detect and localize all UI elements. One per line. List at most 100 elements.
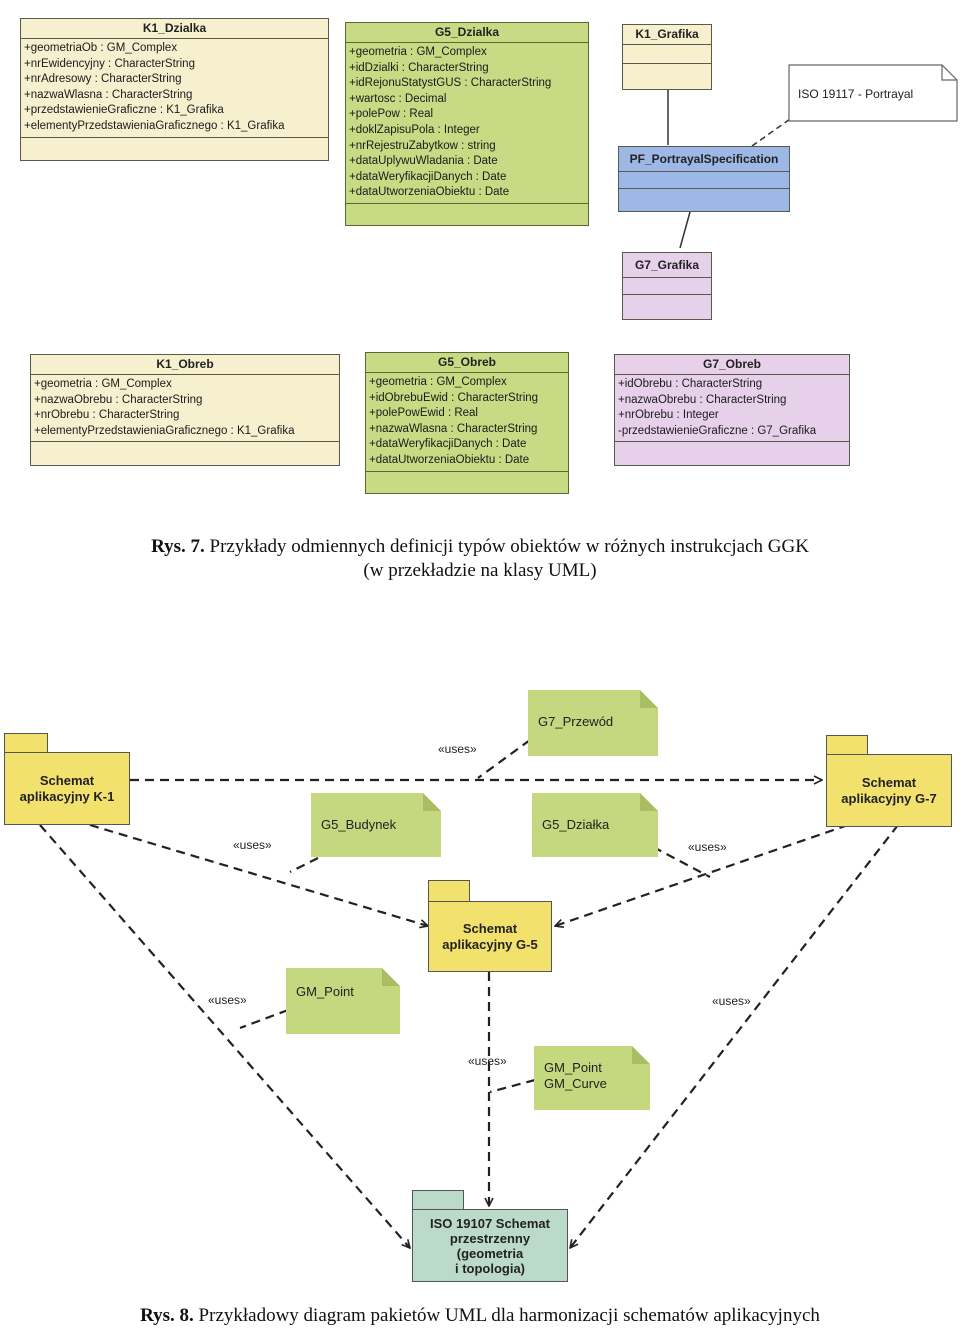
class-attribute: +dataWeryfikacjiDanych : Date — [369, 438, 527, 451]
class-attributes — [623, 45, 711, 64]
package-tab — [412, 1190, 464, 1210]
class-g5-obreb: G5_Obreb +geometria : GM_Complex +idObre… — [365, 352, 569, 494]
caption-line-2: (w przekładzie na klasy UML) — [363, 560, 597, 581]
caption-label: Rys. 8. — [140, 1305, 194, 1326]
note-shape — [528, 690, 658, 756]
class-attribute: +nrRejestruZabytkow : string — [349, 139, 496, 152]
class-name: G5_Dzialka — [346, 23, 588, 43]
class-attribute: +nrObrebu : CharacterString — [34, 409, 180, 422]
note-text: G7_Przewód — [538, 714, 614, 729]
note-text: GM_Point — [296, 984, 354, 999]
package-label-line-2: przestrzenny — [449, 1230, 531, 1246]
uses-label: «uses» — [712, 994, 751, 1008]
note-text: G5_Budynek — [321, 817, 397, 832]
class-attribute: +elementyPrzedstawieniaGraficznego : K1_… — [24, 119, 285, 132]
caption-label: Rys. 7. — [151, 536, 205, 557]
class-attribute: +nazwaObrebu : CharacterString — [618, 393, 787, 406]
class-attribute: +nrAdresowy : CharacterString — [24, 73, 182, 86]
package-label-line-4: i topologia) — [454, 1260, 526, 1276]
class-attribute: +przedstawienieGraficzne : K1_Grafika — [24, 104, 224, 117]
note-g5-budynek: G5_Budynek — [311, 793, 441, 857]
package-iso-19107: ISO 19107 Schemat przestrzenny (geometri… — [412, 1190, 568, 1282]
class-k1-grafika: K1_Grafika — [622, 24, 712, 90]
figure-8-caption: Rys. 8. Przykładowy diagram pakietów UML… — [0, 1305, 960, 1327]
class-name: K1_Dzialka — [21, 19, 328, 39]
class-attribute: +nrEwidencyjny : CharacterString — [24, 57, 195, 70]
class-k1-dzialka: K1_Dzialka +geometriaOb : GM_Complex +nr… — [20, 18, 329, 161]
class-attribute: +idDzialki : CharacterString — [349, 61, 489, 74]
note-shape — [286, 968, 400, 1034]
class-attribute: +elementyPrzedstawieniaGraficznego : K1_… — [34, 424, 295, 437]
package-label-line-2: aplikacyjny G-5 — [442, 936, 538, 952]
note-g7-przewod: G7_Przewód — [528, 690, 658, 756]
class-attribute: +nrObrebu : Integer — [618, 409, 719, 422]
note-line-1: GM_Point — [544, 1060, 602, 1075]
note-g5-dzialka: G5_Działka — [532, 793, 658, 857]
package-label-line-1: ISO 19107 Schemat — [430, 1215, 550, 1231]
class-attribute: +idObrebuEwid : CharacterString — [369, 391, 539, 404]
fig7-connectors — [667, 90, 801, 249]
class-attribute: +polePow : Real — [349, 108, 434, 121]
note-iso-19117: ISO 19117 - Portrayal — [788, 64, 958, 122]
note-gm-point: GM_Point — [286, 968, 400, 1034]
uses-label: «uses» — [688, 840, 727, 854]
package-label-line-3: (geometria — [456, 1245, 524, 1261]
class-g5-dzialka: G5_Dzialka +geometria : GM_Complex +idDz… — [345, 22, 589, 226]
caption-line-1: Przykłady odmiennych definicji typów obi… — [209, 536, 809, 557]
figure-7-caption: Rys. 7. Przykłady odmiennych definicji t… — [0, 536, 960, 582]
class-name: G7_Grafika — [623, 253, 711, 278]
class-attributes: +geometria : GM_Complex +nazwaObrebu : C… — [31, 375, 339, 443]
class-attribute: +polePowEwid : Real — [369, 407, 478, 420]
package-body: ISO 19107 Schemat przestrzenny (geometri… — [412, 1209, 568, 1282]
package-label-line-1: Schemat — [39, 772, 95, 788]
class-attribute: +geometria : GM_Complex — [369, 376, 507, 388]
note-text: ISO 19117 - Portrayal — [798, 87, 914, 101]
class-name: G7_Obreb — [615, 355, 849, 375]
package-tab — [826, 735, 868, 755]
note-shape — [532, 793, 658, 857]
class-attributes — [619, 172, 789, 189]
class-attribute: +geometria : GM_Complex — [349, 46, 487, 58]
uses-label: «uses» — [438, 742, 477, 756]
package-label-line-1: Schemat — [861, 774, 917, 790]
class-attribute: +dataUtworzeniaObiektu : Date — [369, 453, 530, 466]
class-name: PF_PortrayalSpecification — [619, 147, 789, 172]
note-line-2: GM_Curve — [544, 1076, 607, 1091]
class-pf-portrayal-specification: PF_PortrayalSpecification — [618, 146, 790, 212]
uses-label: «uses» — [233, 838, 272, 852]
class-attribute: +dataWeryfikacjiDanych : Date — [349, 170, 507, 183]
package-label-line-1: Schemat — [462, 920, 518, 936]
fig8-dependencies — [39, 739, 899, 1300]
class-attribute: +idRejonuStatystGUS : CharacterString — [349, 77, 552, 90]
note-gm-point-curve: GM_Point GM_Curve — [534, 1046, 650, 1110]
package-label-line-2: aplikacyjny G-7 — [841, 790, 937, 806]
class-g7-obreb: G7_Obreb +idObrebu : CharacterString +na… — [614, 354, 850, 466]
class-attributes: +geometriaOb : GM_Complex +nrEwidencyjny… — [21, 39, 328, 138]
class-attribute: +wartosc : Decimal — [349, 92, 447, 105]
class-name: K1_Grafika — [623, 25, 711, 45]
note-shape — [534, 1046, 650, 1110]
class-name: G5_Obreb — [366, 353, 568, 373]
class-attribute: +idObrebu : CharacterString — [618, 378, 763, 390]
caption-text: Przykładowy diagram pakietów UML dla har… — [198, 1305, 820, 1326]
class-attributes: +idObrebu : CharacterString +nazwaObrebu… — [615, 375, 849, 443]
class-attribute: +geometria : GM_Complex — [34, 378, 172, 390]
class-g7-grafika: G7_Grafika — [622, 252, 712, 320]
note-shape — [311, 793, 441, 857]
package-label-line-2: aplikacyjny K-1 — [19, 788, 115, 804]
package-tab — [4, 733, 48, 753]
class-attributes: +geometria : GM_Complex +idDzialki : Cha… — [346, 43, 588, 204]
class-attribute: +nazwaWlasna : CharacterString — [24, 88, 193, 101]
class-attributes: +geometria : GM_Complex +idObrebuEwid : … — [366, 373, 568, 472]
class-k1-obreb: K1_Obreb +geometria : GM_Complex +nazwaO… — [30, 354, 340, 466]
class-name: K1_Obreb — [31, 355, 339, 375]
class-attributes — [623, 278, 711, 295]
uses-label: «uses» — [468, 1054, 507, 1068]
class-attribute: +nazwaObrebu : CharacterString — [34, 393, 203, 406]
